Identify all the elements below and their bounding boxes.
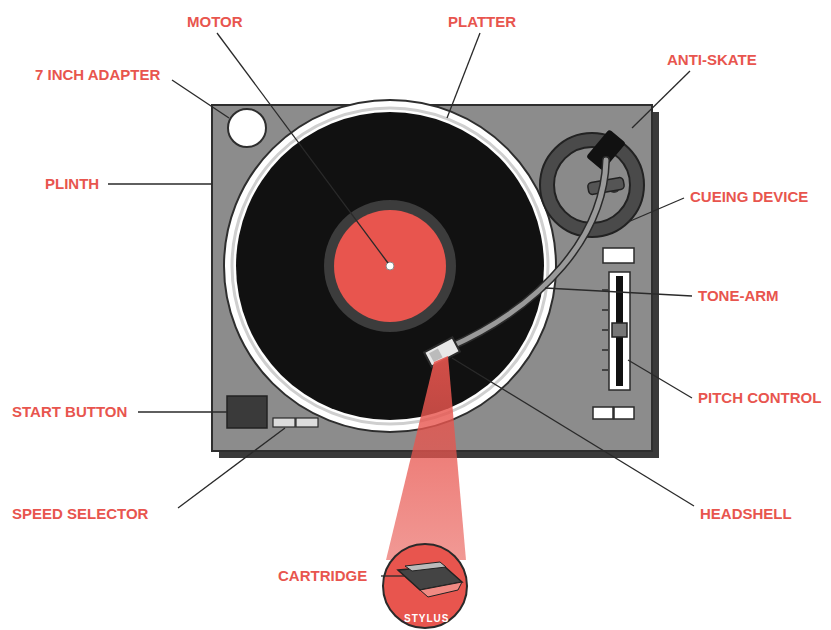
part-label: ANTI-SKATE bbox=[667, 52, 757, 69]
part-label: MOTOR bbox=[187, 14, 243, 31]
part-label: 7 INCH ADAPTER bbox=[35, 67, 160, 84]
part-label: PLINTH bbox=[45, 176, 99, 193]
pitch-ticks bbox=[602, 290, 608, 370]
pitch-indicator bbox=[603, 248, 634, 263]
zoom-beam bbox=[386, 356, 466, 560]
part-label: CARTRIDGE bbox=[278, 568, 367, 585]
platter bbox=[224, 100, 556, 432]
leader-lines bbox=[108, 33, 694, 576]
tonearm bbox=[448, 160, 606, 348]
start-button bbox=[227, 396, 267, 428]
stylus bbox=[420, 582, 462, 597]
adapter bbox=[228, 109, 266, 147]
part-label: START BUTTON bbox=[12, 404, 127, 421]
tonearm-outline bbox=[448, 160, 606, 348]
cartridge-top bbox=[405, 562, 446, 571]
record-label bbox=[334, 210, 446, 322]
pitch-slider-frame bbox=[609, 272, 630, 390]
pitch-knob bbox=[612, 323, 627, 337]
button bbox=[614, 407, 634, 419]
stylus-label: STYLUS bbox=[404, 613, 449, 624]
speed-button bbox=[273, 418, 295, 427]
button bbox=[593, 407, 613, 419]
part-label: SPEED SELECTOR bbox=[12, 506, 148, 523]
record-ring bbox=[324, 200, 456, 332]
record bbox=[236, 112, 544, 420]
part-label: TONE-ARM bbox=[698, 288, 779, 305]
part-label: PITCH CONTROL bbox=[698, 390, 821, 407]
part-label: PLATTER bbox=[448, 14, 516, 31]
speed-button bbox=[296, 418, 318, 427]
cartridge-zoom bbox=[383, 544, 467, 628]
part-label: CUEING DEVICE bbox=[690, 189, 808, 206]
spindle bbox=[386, 262, 394, 270]
part-label: HEADSHELL bbox=[700, 506, 792, 523]
platter-rim bbox=[232, 108, 548, 424]
